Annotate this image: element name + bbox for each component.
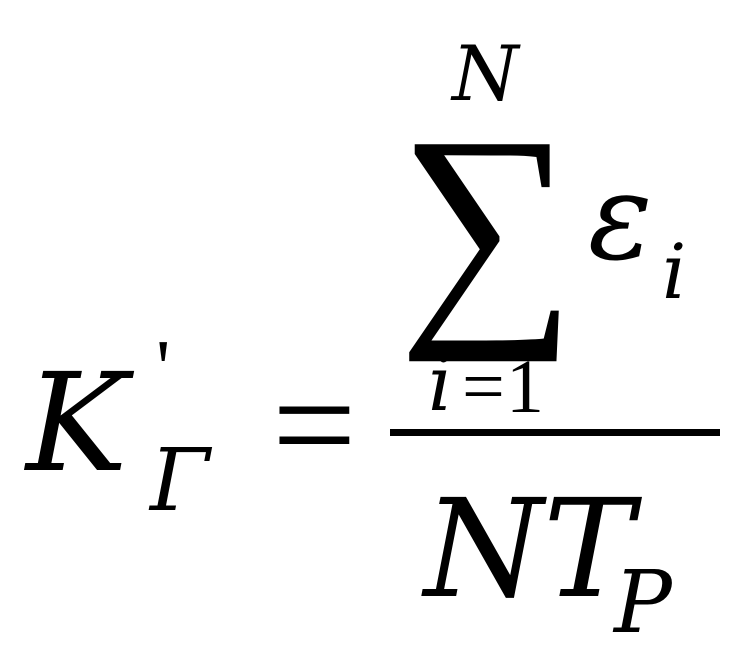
sum-upper-limit: N [450, 29, 521, 118]
sum-lower-limit-var: i [428, 339, 452, 428]
lhs-subscript: Γ [148, 431, 213, 531]
denominator-subscript: P [612, 553, 674, 653]
lhs: K ' Γ [23, 325, 213, 531]
denominator: NT P [421, 471, 674, 653]
sum-term: ε [588, 148, 652, 287]
sum-lower-limit-val: 1 [506, 345, 544, 429]
denominator-main: NT [421, 471, 643, 629]
sum-term-subscript: i [662, 227, 686, 316]
sum-icon: ∑ [398, 86, 576, 363]
equals-sign: = [272, 342, 357, 508]
numerator: N ∑ ε i i = 1 [398, 29, 686, 429]
lhs-prime: ' [156, 325, 170, 413]
sum-lower-limit-eq: = [462, 345, 505, 429]
fraction-bar [390, 429, 720, 436]
lhs-symbol: K [23, 345, 135, 503]
